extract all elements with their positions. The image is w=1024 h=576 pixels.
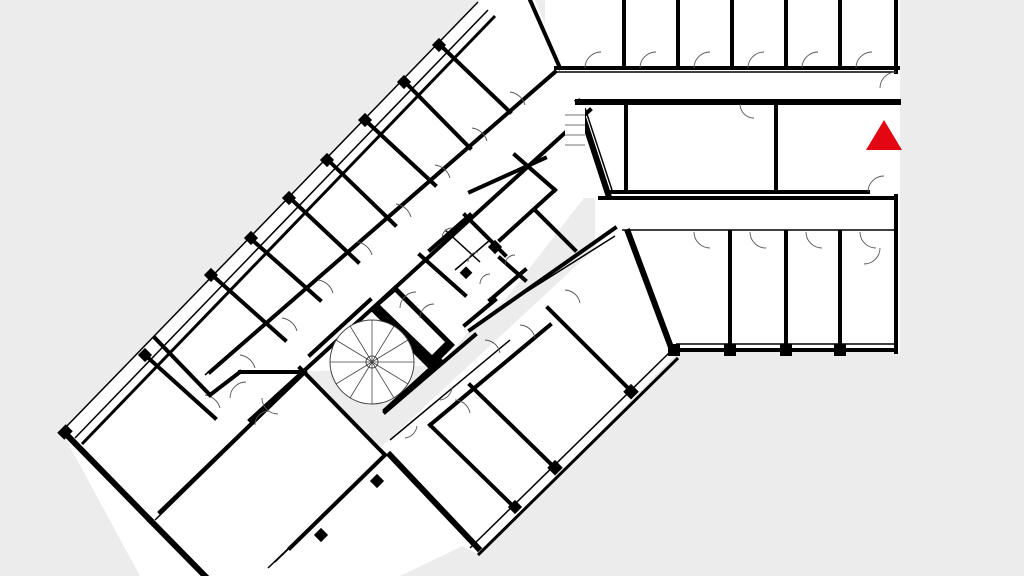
diagonal-wing-doors <box>204 91 526 409</box>
central-core <box>417 152 578 328</box>
east-wing-south <box>598 194 898 356</box>
east-wing-core <box>565 98 901 198</box>
south-lobe <box>382 225 680 557</box>
north-arrow-icon <box>866 120 902 150</box>
east-wing-north <box>527 0 900 89</box>
diagonal-wing-facade <box>64 1 497 446</box>
spiral-staircase <box>297 285 455 458</box>
large-rooms <box>57 335 483 576</box>
diagonal-wing-partitions <box>137 37 513 421</box>
